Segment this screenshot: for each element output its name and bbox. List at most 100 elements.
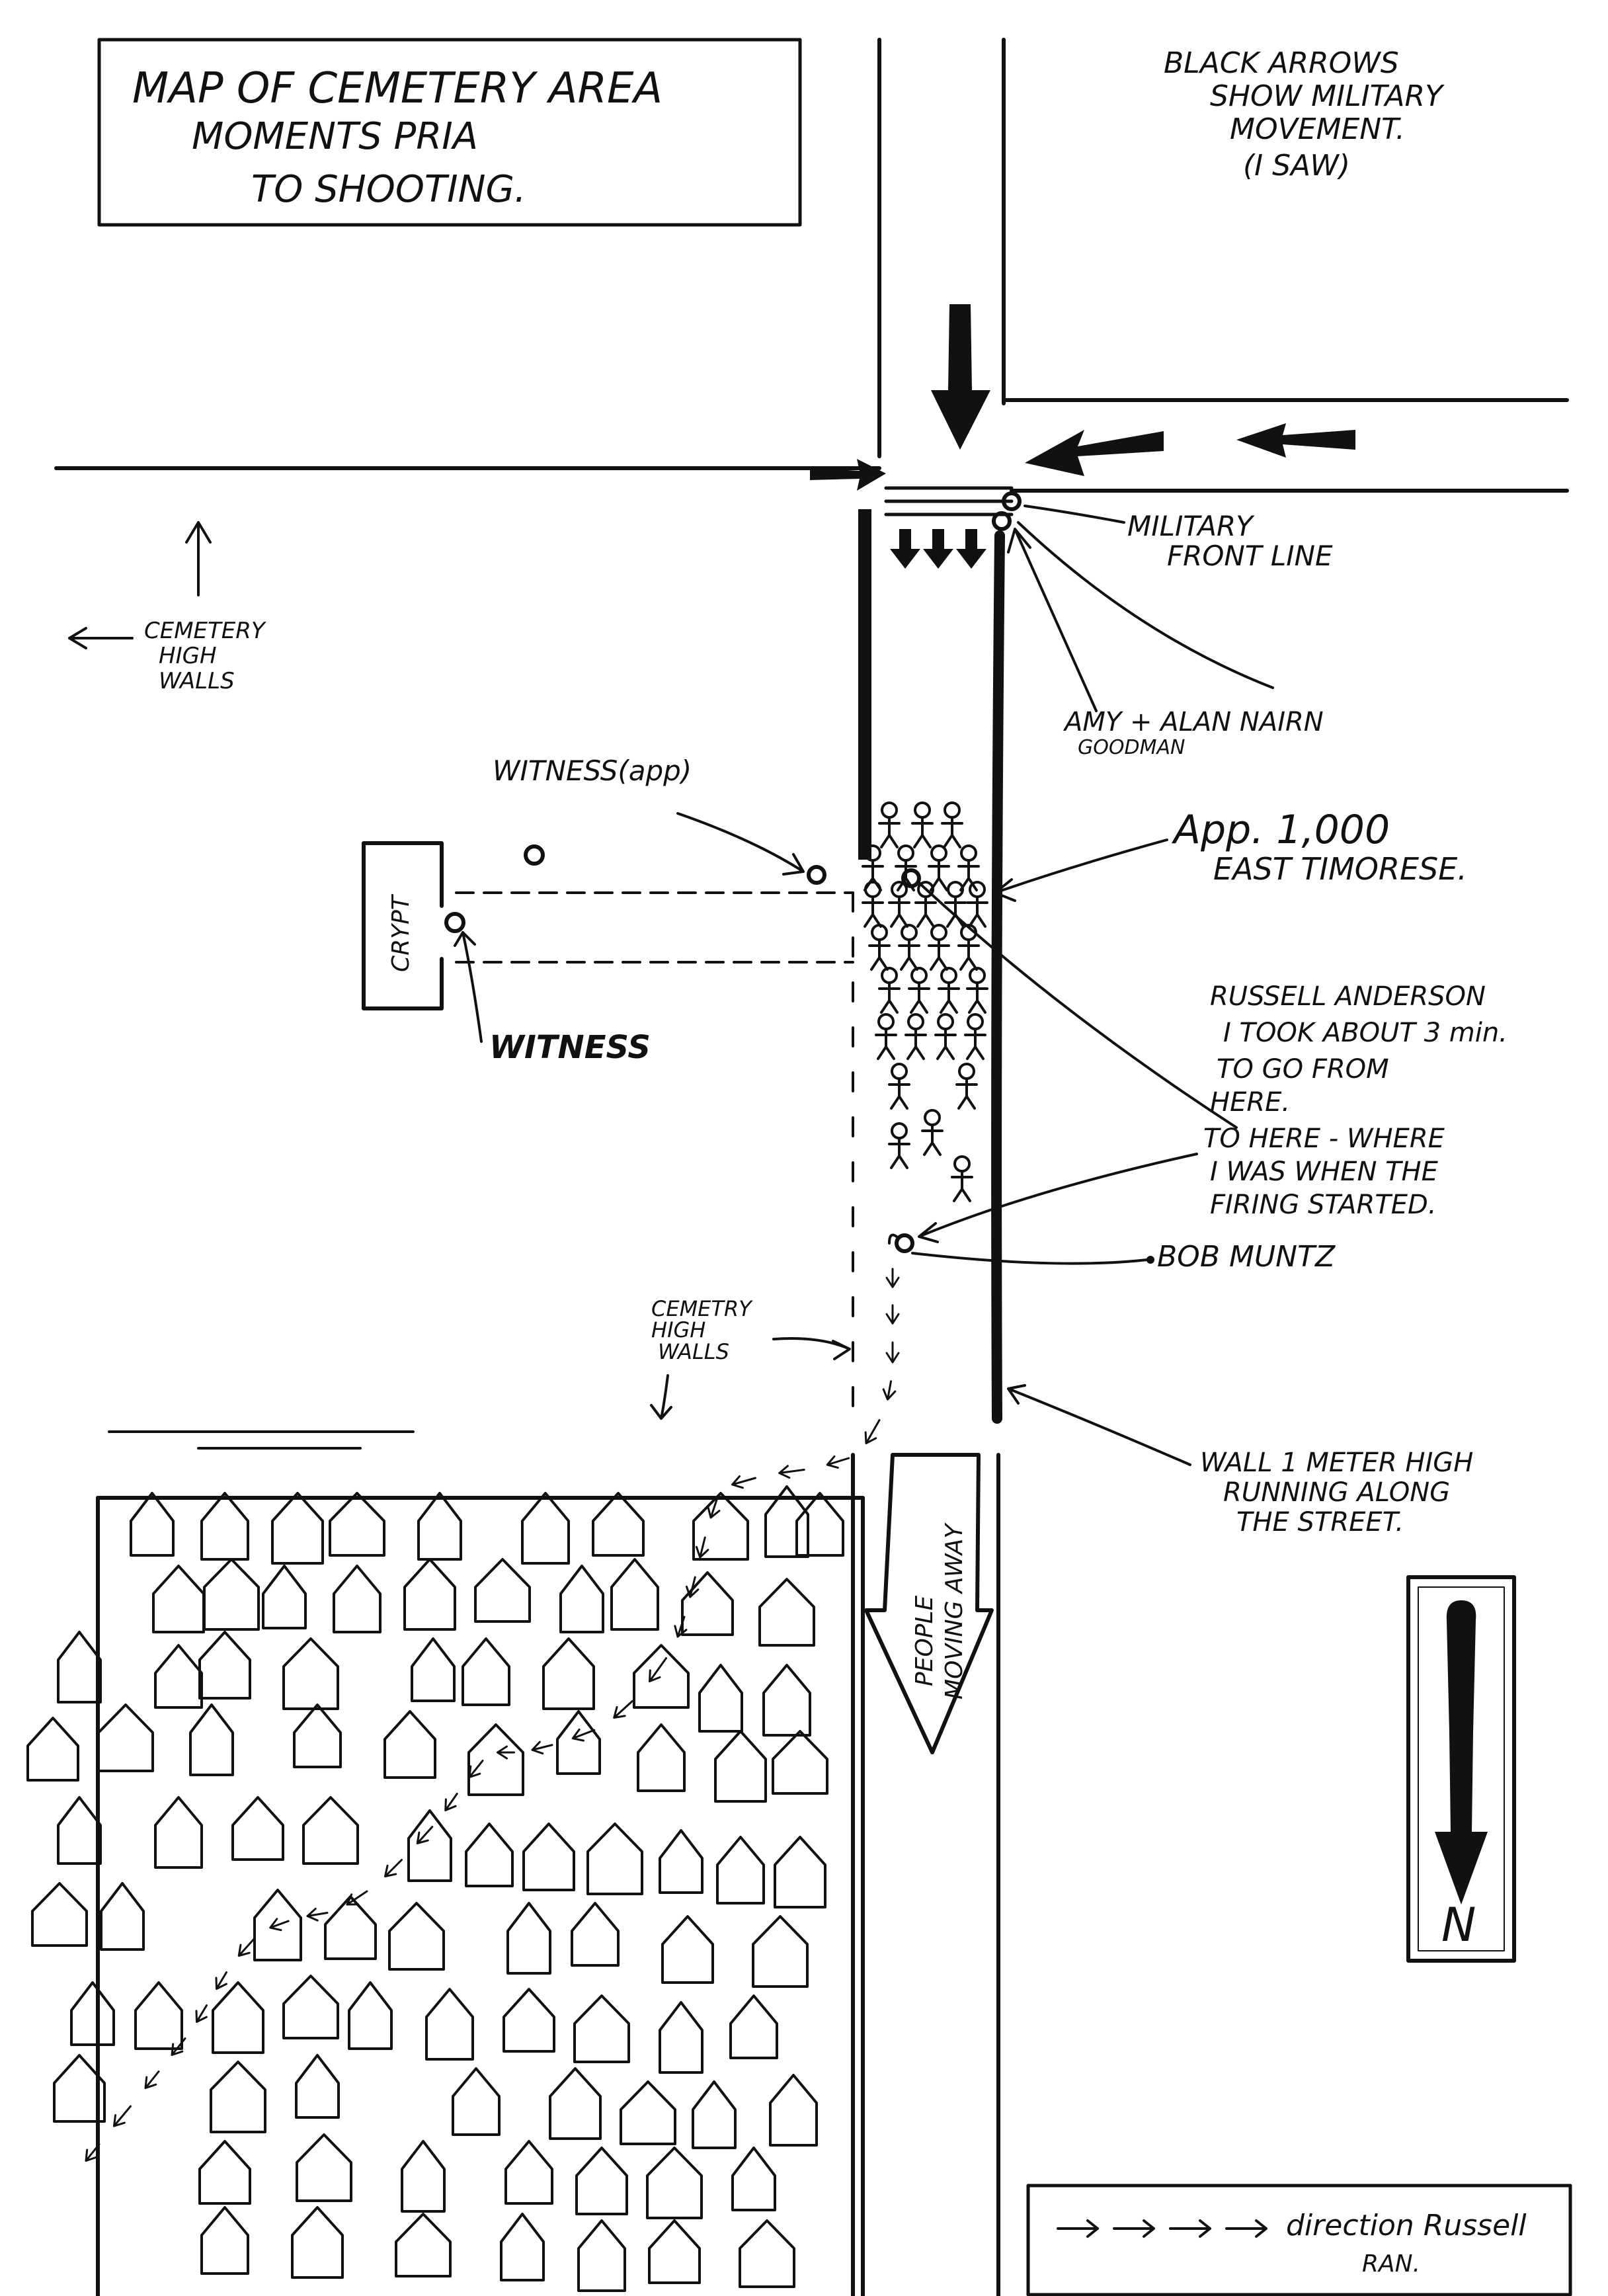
stick-figure-icon: [955, 1063, 978, 1110]
journalists-label: AMY + ALAN NAIRN GOODMAN: [1007, 521, 1324, 759]
route-arrow-icon: [885, 1268, 900, 1288]
wall-label: WALL 1 METER HIGH RUNNING ALONG THE STRE…: [1007, 1384, 1473, 1538]
military-arrow-west-large: [1025, 430, 1164, 476]
house-icon: [620, 2080, 676, 2145]
house-icon: [575, 2147, 628, 2215]
house-icon: [592, 1492, 645, 1557]
military-arrow-east-left: [810, 459, 886, 491]
house-icon: [403, 1558, 456, 1631]
stick-figure-icon: [895, 844, 917, 891]
route-arrow-icon: [885, 1341, 900, 1364]
house-icon: [198, 1631, 251, 1700]
house-icon: [200, 1492, 249, 1561]
stick-figure-icon: [914, 881, 937, 928]
witness-app: WITNESS(app): [493, 755, 826, 885]
house-icon: [97, 1703, 154, 1772]
house-icon: [253, 1889, 302, 1961]
crowd-label-line-1: App. 1,000: [1171, 807, 1390, 853]
route-arrow-icon: [144, 2070, 160, 2089]
house-icon: [57, 1796, 102, 1865]
house-icon: [692, 1492, 749, 1561]
house-icon: [573, 1994, 630, 2063]
house-icon: [504, 2140, 553, 2205]
house-icon: [698, 1664, 743, 1733]
house-icon: [212, 1981, 264, 2054]
cemetery-wall-thick: [858, 509, 871, 860]
map-title-line-3: TO SHOOTING.: [251, 168, 526, 211]
house-icon: [648, 2219, 701, 2284]
house-icon: [296, 2133, 352, 2202]
route-arrow-icon: [497, 1745, 515, 1760]
russell-note-line-6: I WAS WHEN THE: [1210, 1157, 1439, 1187]
house-icon: [500, 2213, 545, 2281]
house-icon: [659, 1829, 704, 1894]
crypt: CRYPT WITNESS: [362, 841, 651, 1066]
stick-figure-icon: [878, 967, 901, 1014]
house-icon: [692, 2080, 737, 2149]
house-icon: [714, 1730, 767, 1803]
stick-figure-icon: [875, 1013, 897, 1060]
map-title-line-1: MAP OF CEMETERY AREA: [132, 64, 663, 113]
house-icon: [502, 1988, 555, 2053]
house-icon: [452, 2067, 501, 2136]
route-arrow-icon: [346, 1890, 368, 1906]
route-arrow-icon: [731, 1475, 756, 1489]
sight-lines: [455, 891, 854, 964]
cemetery-walls-bottom-2: HIGH: [651, 1317, 705, 1342]
stick-figure-icon: [911, 801, 934, 848]
russell-note-line-3: TO GO FROM: [1217, 1054, 1389, 1085]
route-arrow-icon: [778, 1465, 805, 1479]
house-icon: [154, 1796, 203, 1869]
house-icon: [774, 1836, 826, 1908]
house-icon: [57, 1631, 102, 1703]
route-arrow-icon: [674, 1616, 688, 1638]
house-icon: [271, 1492, 324, 1565]
military-front-line-label: MILITARY FRONT LINE: [1024, 505, 1333, 572]
house-icon: [348, 1981, 393, 2050]
house-icon: [262, 1565, 307, 1629]
house-icon: [100, 1882, 145, 1951]
military-front-line-label-2: FRONT LINE: [1167, 540, 1333, 572]
people-moving-away-line-2: MOVING AWAY: [941, 1522, 968, 1700]
route-arrow-icon: [707, 1496, 721, 1519]
house-icon: [152, 1565, 205, 1633]
house-icon: [571, 1902, 620, 1967]
wall-label-line-1: WALL 1 METER HIGH: [1200, 1448, 1473, 1478]
wall-label-line-2: RUNNING ALONG: [1223, 1477, 1450, 1508]
cemetery-walls-label-bottom: CEMETRY HIGH WALLS: [650, 1296, 851, 1420]
house-icon: [586, 1823, 643, 1895]
house-icon: [610, 1558, 659, 1631]
house-icon: [506, 1902, 551, 1975]
house-icon: [302, 1796, 359, 1865]
cemetery-walls-bottom-3: WALLS: [658, 1339, 729, 1364]
house-icon: [467, 1723, 524, 1796]
wall-1-meter-high: [991, 530, 1005, 1424]
journalists-label-1: AMY + ALAN NAIRN: [1063, 707, 1324, 737]
house-icon: [154, 1644, 203, 1709]
journalists-label-2: GOODMAN: [1078, 736, 1185, 759]
house-icon: [549, 2067, 602, 2140]
house-icon: [425, 1988, 474, 2061]
route-legend-line-2: RAN.: [1362, 2250, 1420, 2277]
house-icon: [731, 2147, 776, 2211]
people-moving-away-arrow: PEOPLE MOVING AWAY: [864, 1453, 994, 1754]
stick-figure-icon: [888, 881, 910, 928]
house-icon: [681, 1571, 734, 1636]
house-icon: [295, 2054, 340, 2119]
route-arrow-icon: [649, 1657, 667, 1682]
russell-start-marker: [901, 868, 921, 888]
stick-figure-icon: [934, 1013, 957, 1060]
route-arrow-icon: [171, 2037, 186, 2056]
house-icon: [752, 1915, 809, 1988]
house-icon: [401, 2140, 446, 2213]
house-icon: [795, 1492, 844, 1557]
route-arrow-icon: [695, 1536, 709, 1559]
military-arrow-south: [931, 304, 990, 450]
stick-figure-icon: [888, 1122, 910, 1169]
stick-figure-icon: [928, 924, 950, 971]
house-icon: [729, 1994, 778, 2059]
house-icon: [293, 1703, 342, 1768]
house-icon: [417, 1492, 462, 1561]
house-icon: [465, 1823, 514, 1887]
